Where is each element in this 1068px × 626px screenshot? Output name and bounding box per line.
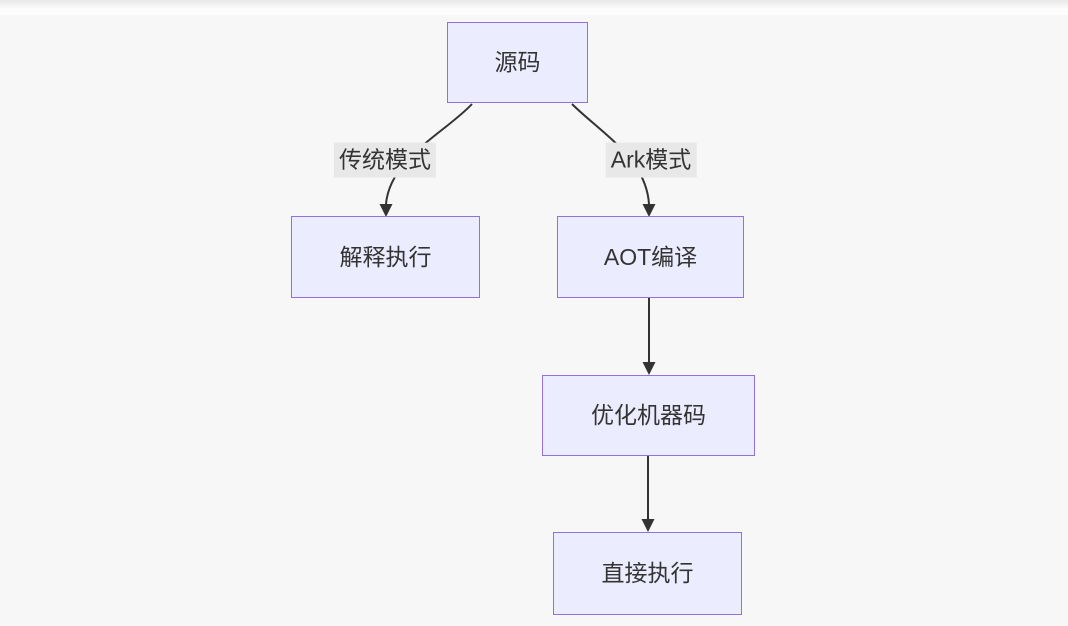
node-aot-compile-label: AOT编译 bbox=[603, 243, 698, 270]
edge-label-traditional-mode: 传统模式 bbox=[334, 142, 436, 178]
node-direct-execution-label: 直接执行 bbox=[601, 560, 694, 586]
arrowhead-icon bbox=[642, 204, 656, 217]
arrowhead-icon bbox=[642, 362, 656, 375]
arrowhead-icon bbox=[641, 519, 655, 532]
node-source: 源码 bbox=[447, 22, 588, 103]
node-optimized-machine-code: 优化机器码 bbox=[542, 375, 755, 456]
node-interpreted-execution-label: 解释执行 bbox=[339, 243, 432, 270]
arrowhead-icon bbox=[379, 204, 393, 217]
node-optimized-machine-code-label: 优化机器码 bbox=[591, 402, 706, 428]
node-aot-compile: AOT编译 bbox=[557, 216, 744, 298]
node-interpreted-execution: 解释执行 bbox=[291, 216, 480, 298]
edge-label-ark-mode: Ark模式 bbox=[605, 142, 697, 178]
node-source-label: 源码 bbox=[494, 49, 541, 75]
node-direct-execution: 直接执行 bbox=[553, 532, 742, 615]
page-top-strip bbox=[0, 0, 1068, 15]
